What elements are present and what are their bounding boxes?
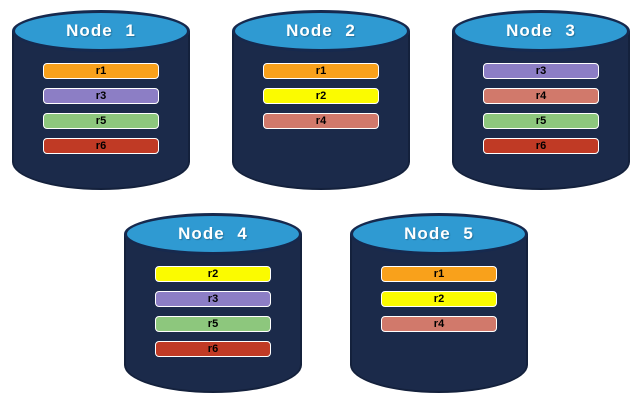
cylinder-top: Node 5	[350, 213, 528, 255]
cylinder-top: Node 1	[12, 10, 190, 52]
replica-label: r6	[207, 342, 219, 355]
replica-label: r2	[315, 89, 327, 102]
replica-list: r2 r3 r5 r6	[155, 266, 271, 357]
replica-bar: r6	[483, 138, 599, 154]
replica-label: r5	[207, 317, 219, 330]
replica-label: r1	[95, 64, 107, 77]
replica-list: r1 r3 r5 r6	[43, 63, 159, 154]
replica-bar: r4	[263, 113, 379, 129]
cylinder-top: Node 4	[124, 213, 302, 255]
node-title: Node 1	[66, 21, 136, 40]
replica-label: r3	[95, 89, 107, 102]
node-title: Node 5	[404, 224, 474, 243]
replica-bar: r5	[155, 316, 271, 332]
replica-bar: r4	[381, 316, 497, 332]
replica-bar: r5	[483, 113, 599, 129]
replica-list: r1 r2 r4	[263, 63, 379, 129]
node-cylinder: Node 3 r3 r4 r5 r6	[452, 8, 630, 190]
replica-label: r4	[535, 89, 547, 102]
replica-bar: r5	[43, 113, 159, 129]
replica-list: r3 r4 r5 r6	[483, 63, 599, 154]
replica-bar: r2	[263, 88, 379, 104]
cylinder-top: Node 2	[232, 10, 410, 52]
replica-bar: r6	[43, 138, 159, 154]
replica-bar: r4	[483, 88, 599, 104]
replica-bar: r3	[43, 88, 159, 104]
replica-bar: r1	[381, 266, 497, 282]
replica-label: r3	[207, 292, 219, 305]
cylinder-body	[452, 31, 630, 190]
replica-label: r4	[315, 114, 327, 127]
replica-label: r1	[433, 267, 445, 280]
node-cylinder: Node 2 r1 r2 r4	[232, 8, 410, 190]
node-cylinder: Node 1 r1 r3 r5 r6	[12, 8, 190, 190]
cylinder-top: Node 3	[452, 10, 630, 52]
replica-bar: r1	[43, 63, 159, 79]
node-title: Node 3	[506, 21, 576, 40]
node-cylinder: Node 4 r2 r3 r5 r6	[124, 211, 302, 393]
replica-label: r2	[207, 267, 219, 280]
replica-list: r1 r2 r4	[381, 266, 497, 332]
node-title: Node 4	[178, 224, 248, 243]
replica-label: r5	[535, 114, 547, 127]
cylinder-body	[12, 31, 190, 190]
cylinder-body	[124, 234, 302, 393]
node-cylinder: Node 5 r1 r2 r4	[350, 211, 528, 393]
replica-label: r5	[95, 114, 107, 127]
replica-label: r2	[433, 292, 445, 305]
replica-bar: r3	[483, 63, 599, 79]
replica-bar: r3	[155, 291, 271, 307]
cylinder-body	[350, 234, 528, 393]
replica-label: r6	[535, 139, 547, 152]
replica-bar: r1	[263, 63, 379, 79]
replica-bar: r2	[155, 266, 271, 282]
node-title: Node 2	[286, 21, 356, 40]
replica-label: r4	[433, 317, 445, 330]
replica-label: r1	[315, 64, 327, 77]
cylinder-body	[232, 31, 410, 190]
replica-label: r3	[535, 64, 547, 77]
replica-bar: r2	[381, 291, 497, 307]
replica-bar: r6	[155, 341, 271, 357]
replica-label: r6	[95, 139, 107, 152]
